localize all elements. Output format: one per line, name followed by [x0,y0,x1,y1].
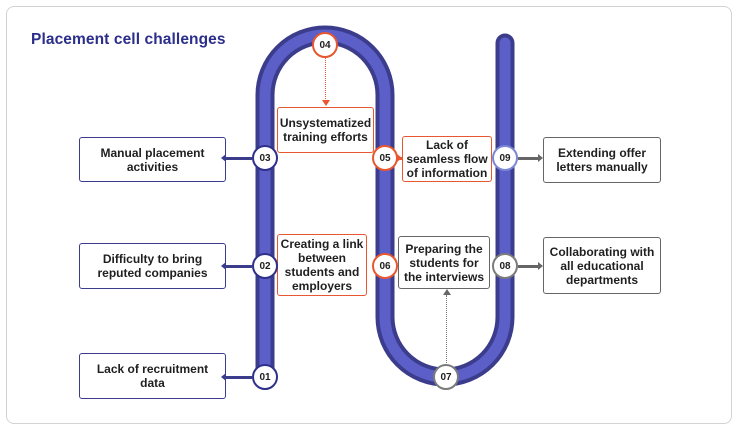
challenge-box-04: Unsystematized training efforts [277,107,374,153]
challenge-text-03: Manual placement activities [100,145,205,174]
step-node-07: 07 [433,364,459,390]
dotted-connector-07 [446,295,447,363]
challenge-box-03: Manual placement activities [79,137,226,182]
track-inner [259,29,511,383]
arrow-02 [221,262,226,270]
step-node-09: 09 [492,145,518,171]
arrow-07 [443,289,451,295]
arrow-01 [221,373,226,381]
challenge-box-09: Extending offer letters manually [543,137,661,183]
challenge-box-06: Creating a link between students and emp… [277,234,367,296]
arrow-08 [538,262,543,270]
step-node-02: 02 [252,253,278,279]
arrow-04 [322,100,330,106]
step-node-08: 08 [492,253,518,279]
dotted-connector-04 [325,57,326,101]
connector-02 [226,265,252,268]
step-node-06: 06 [372,253,398,279]
step-node-01: 01 [252,364,278,390]
diagram-title: Placement cell challenges [31,31,226,48]
challenge-box-07: Preparing the students for the interview… [398,236,490,289]
challenge-text-06: Creating a link between students and emp… [280,237,364,293]
challenge-box-02: Difficulty to bring reputed companies [79,243,226,289]
challenge-text-01: Lack of recruitment data [96,362,209,390]
challenge-text-05: Lack of seamless flow of information [406,138,488,180]
step-node-05: 05 [372,145,398,171]
challenge-text-07: Preparing the students for the interview… [403,241,485,284]
step-node-04: 04 [312,32,338,58]
challenge-box-01: Lack of recruitment data [79,353,226,399]
challenge-box-05: Lack of seamless flow of information [402,136,492,182]
arrow-09 [538,154,543,162]
connector-01 [226,376,252,379]
arrow-03 [221,154,226,162]
challenge-box-08: Collaborating with all educational depar… [543,237,661,294]
connector-03 [226,157,252,160]
connector-08 [518,265,538,268]
arrow-05 [397,154,402,162]
challenge-text-04: Unsystematized training efforts [279,116,372,144]
challenge-text-08: Collaborating with all educational depar… [549,244,655,287]
step-node-03: 03 [252,145,278,171]
challenge-text-02: Difficulty to bring reputed companies [97,252,208,280]
challenge-text-09: Extending offer letters manually [556,146,648,174]
connector-09 [518,157,538,160]
